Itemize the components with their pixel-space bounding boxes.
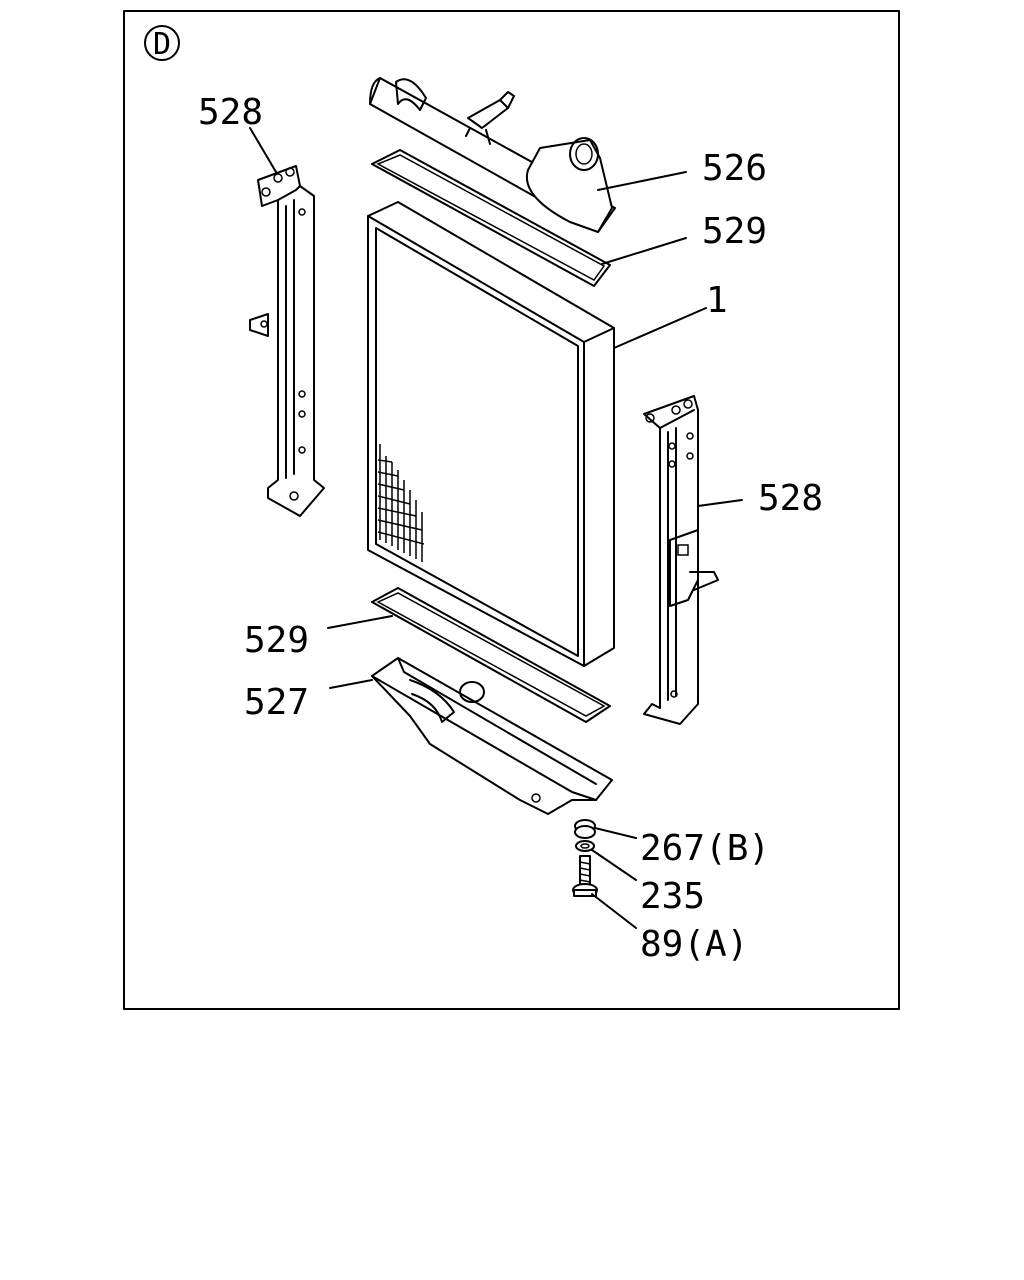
leader-washer-b	[594, 827, 637, 839]
lower-tank-part	[371, 657, 613, 815]
leader-upper-tank	[597, 171, 687, 191]
label-core: 1	[706, 280, 728, 321]
washer-part	[575, 840, 595, 852]
view-marker: D	[144, 25, 180, 62]
leader-gasket-upper	[601, 237, 687, 265]
left-bracket-part	[249, 165, 325, 517]
label-bolt-a: 89(A)	[640, 924, 748, 965]
leader-lower-tank	[329, 679, 373, 689]
leader-bolt-a	[591, 893, 637, 929]
label-washer-b: 267(B)	[640, 828, 770, 869]
washer-b-part	[574, 819, 596, 839]
leader-bracket-left	[249, 127, 277, 173]
radiator-core-part	[367, 201, 615, 667]
core-fin-grid	[377, 444, 425, 562]
right-bracket-part	[643, 395, 719, 725]
view-marker-letter: D	[153, 27, 171, 62]
leader-core	[613, 307, 707, 349]
upper-tank-part	[369, 77, 616, 233]
leader-bracket-right	[697, 499, 743, 507]
label-upper-tank: 526	[702, 148, 767, 189]
label-bracket-right: 528	[758, 478, 823, 519]
upper-gasket-part	[371, 149, 611, 287]
leader-washer	[591, 849, 637, 881]
label-washer: 235	[640, 876, 705, 917]
lower-gasket-part	[371, 587, 611, 723]
label-lower-tank: 527	[244, 682, 309, 723]
label-gasket-lower: 529	[244, 620, 309, 661]
label-gasket-upper: 529	[702, 211, 767, 252]
bolt-a-part	[572, 855, 598, 897]
leader-lines	[249, 127, 743, 929]
label-bracket-left: 528	[198, 92, 263, 133]
leader-gasket-lower	[327, 615, 393, 629]
diagram-frame	[123, 10, 900, 1010]
